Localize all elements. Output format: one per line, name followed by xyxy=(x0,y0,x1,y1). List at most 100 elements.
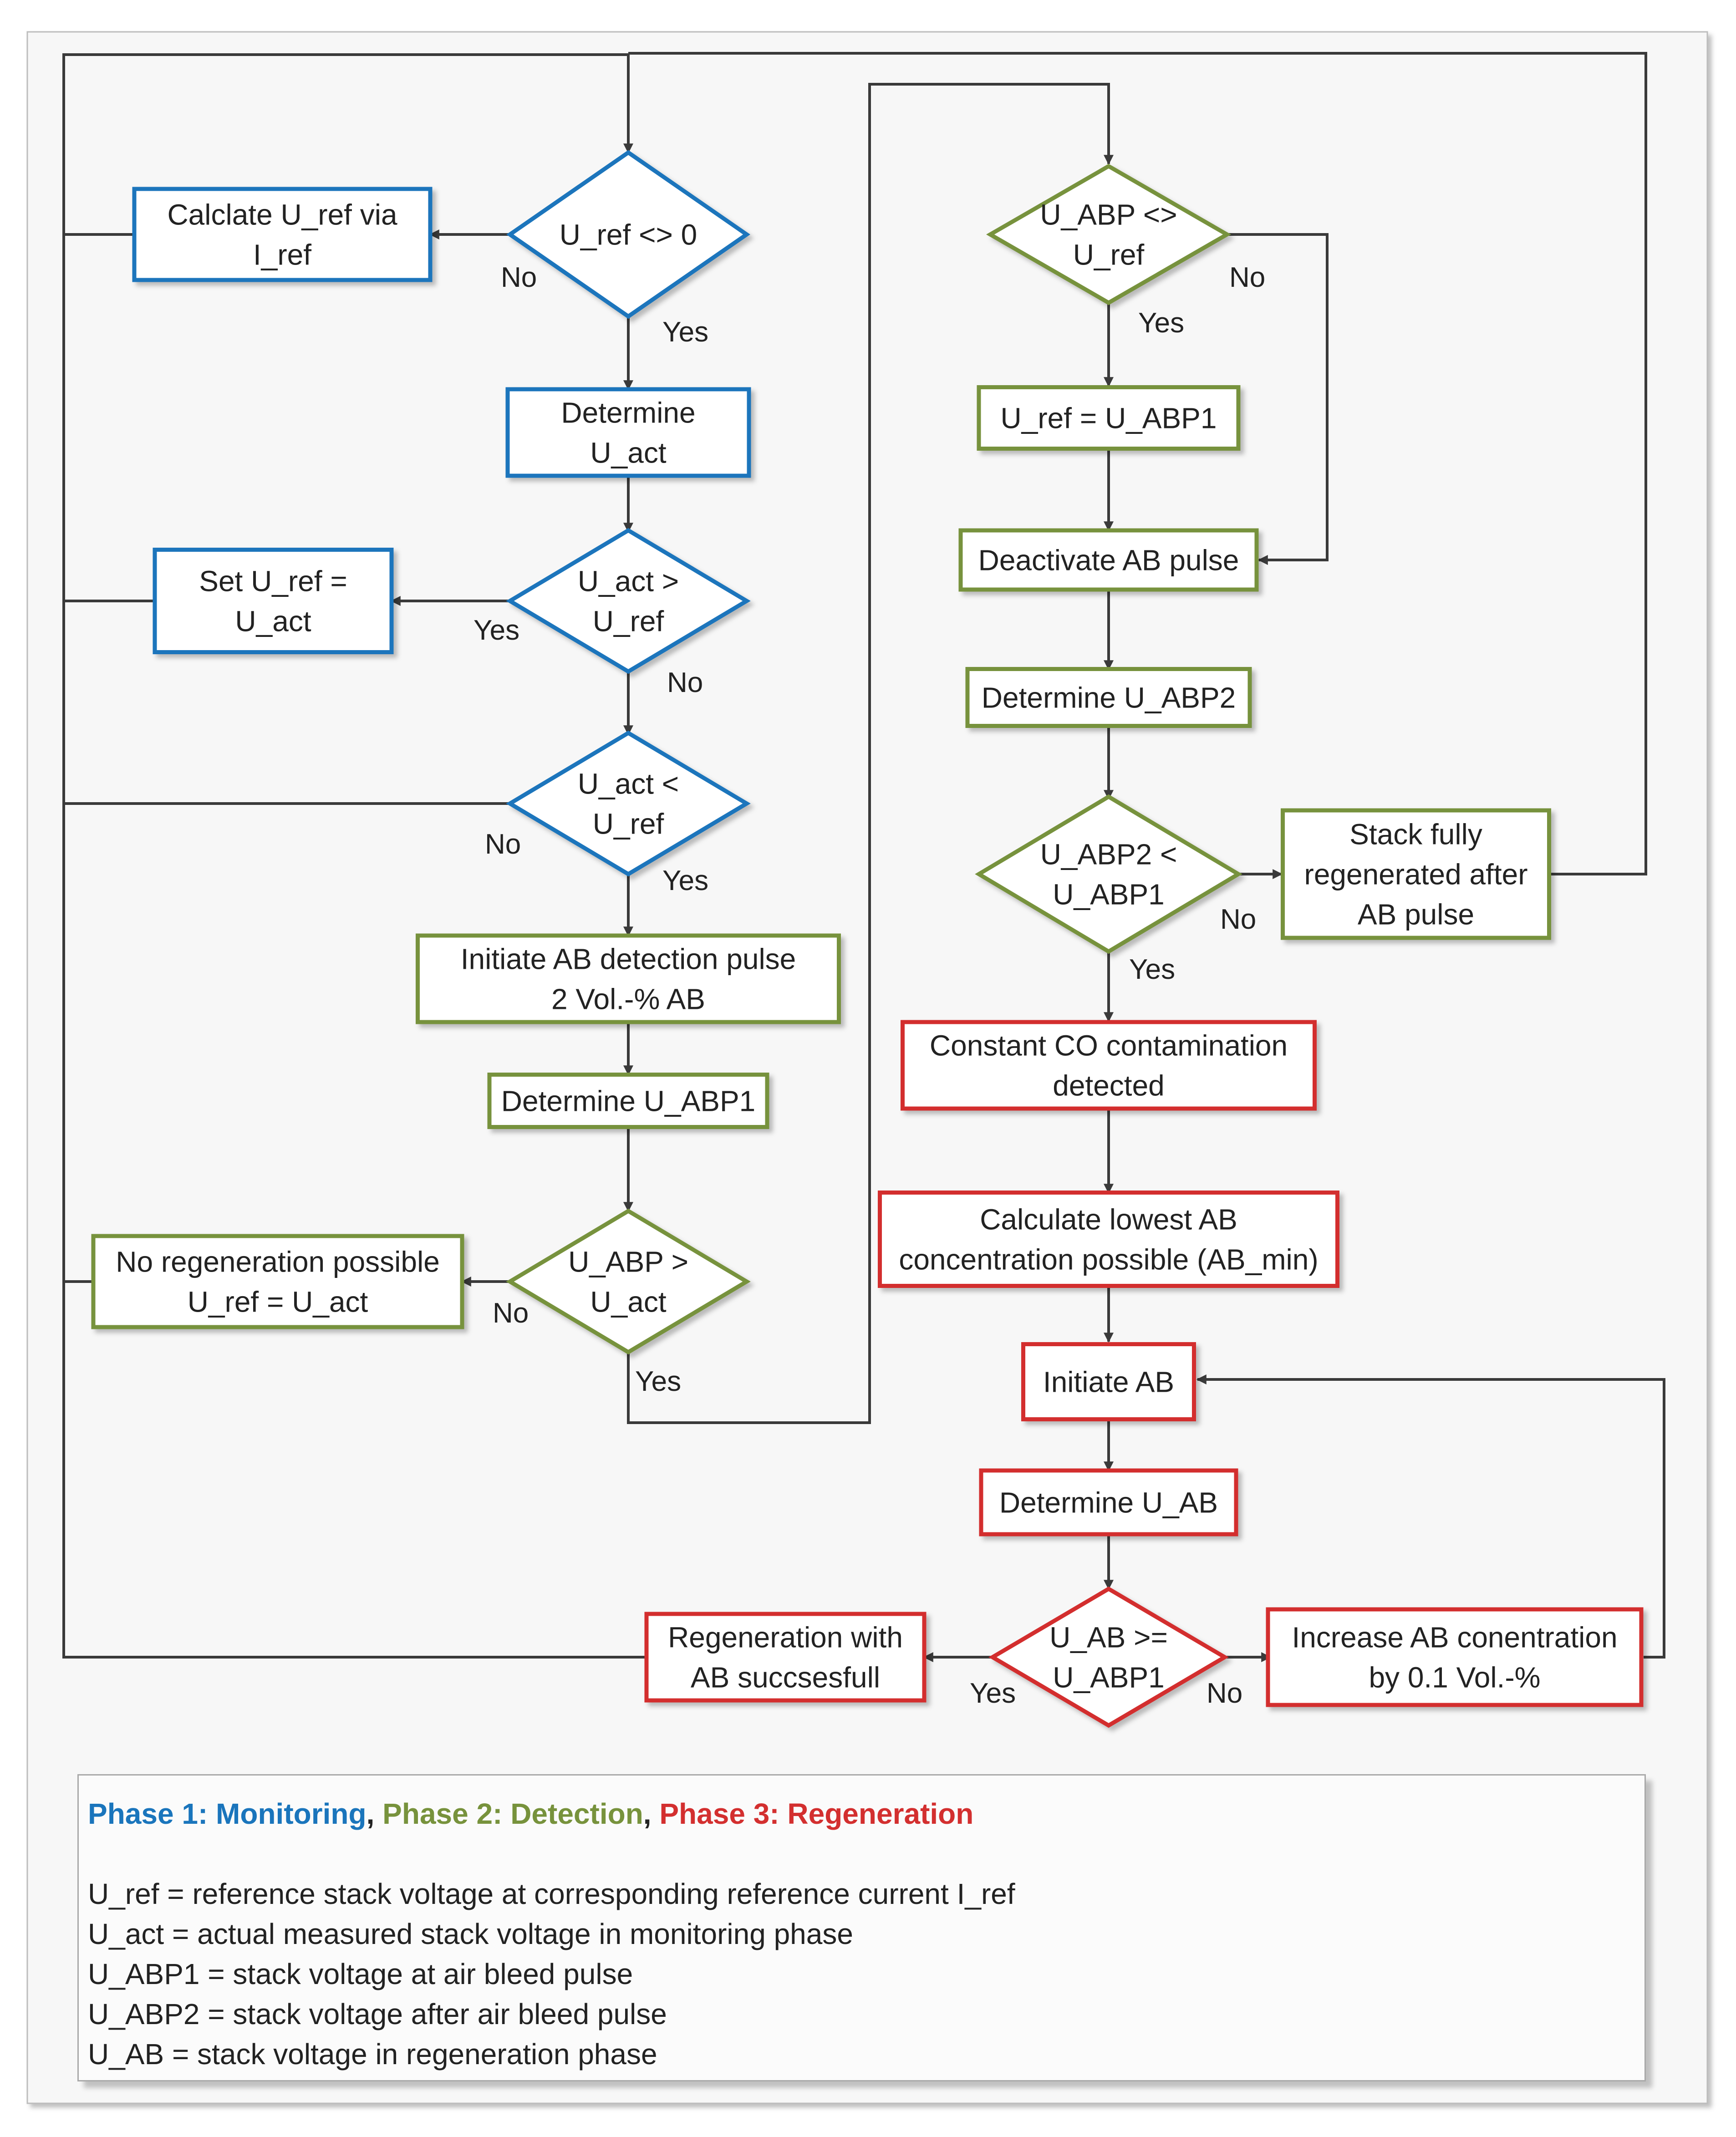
node-det-uab: Determine U_AB xyxy=(979,1468,1238,1537)
node-label-line: Constant CO contamination xyxy=(930,1029,1288,1062)
node-stack-full: Stack fully regenerated after AB pulse xyxy=(1281,808,1551,940)
flowchart-nodes: U_ref <> 0 Calclate U_ref viaI_refDetermi… xyxy=(91,150,1644,1728)
decision-diamond xyxy=(506,1208,751,1355)
edge-labels: No Yes Yes No No Yes No Yes No Yes No Ye… xyxy=(473,262,1265,1709)
process-box xyxy=(1021,1342,1196,1421)
legend-def-uref: U_ref = reference stack voltage at corre… xyxy=(88,1878,1015,1910)
label-actlt-no: No xyxy=(485,829,521,860)
legend-sep2: , xyxy=(643,1797,660,1830)
legend-phases: Phase 1: Monitoring, Phase 2: Detection,… xyxy=(88,1794,1644,1834)
node-label-line: Calculate lowest AB xyxy=(980,1203,1237,1236)
label-uab-yes: Yes xyxy=(970,1678,1016,1709)
node-label-line: U_ABP1 xyxy=(1053,1661,1164,1694)
legend-phase3: Phase 3: Regeneration xyxy=(659,1797,974,1830)
process-box xyxy=(901,1020,1317,1111)
node-uref-abp1: U_ref = U_ABP1 xyxy=(977,385,1241,451)
node-uab-ge: U_AB >=U_ABP1 xyxy=(988,1586,1229,1728)
node-label-line: Deactivate AB pulse xyxy=(978,544,1239,576)
node-label-line: U_ref = U_ABP1 xyxy=(1001,402,1217,434)
legend-definitions: U_ref = reference stack voltage at corre… xyxy=(88,1874,1644,2074)
legend-phase2: Phase 2: Detection xyxy=(382,1797,643,1830)
node-label-line: AB succsesfull xyxy=(691,1661,880,1694)
node-label-line: Calclate U_ref via xyxy=(167,198,397,231)
node-label-line: U_ref xyxy=(593,807,664,840)
edge-regen-feedback xyxy=(62,55,647,1659)
node-deact: Deactivate AB pulse xyxy=(958,528,1259,592)
process-box xyxy=(1281,808,1551,940)
node-label-line: AB pulse xyxy=(1358,898,1474,931)
node-label-line: U_ref xyxy=(593,605,664,637)
node-label-line: U_act < xyxy=(578,767,679,800)
node-label-line: Initiate AB detection pulse xyxy=(461,942,796,975)
node-init-ab: Initiate AB xyxy=(1021,1342,1196,1421)
node-label-line: concentration possible (AB_min) xyxy=(899,1243,1318,1276)
node-label-line: Determine xyxy=(561,396,695,429)
node-act-gt: U_act > U_ref xyxy=(506,528,751,674)
label-abpgt-yes: Yes xyxy=(635,1366,681,1397)
outer-frame xyxy=(26,31,1708,2104)
legend-def-uact: U_act = actual measured stack voltage in… xyxy=(88,1918,853,1950)
legend-def-uabp1: U_ABP1 = stack voltage at air bleed puls… xyxy=(88,1958,633,1990)
legend-phase1: Phase 1: Monitoring xyxy=(88,1797,367,1830)
label-uab-no: No xyxy=(1207,1678,1242,1709)
label-uref0-yes: Yes xyxy=(662,316,708,348)
node-regen-ok: Regeneration with AB succsesfull xyxy=(644,1612,927,1703)
edge-abpgt-yes xyxy=(627,83,1114,1424)
decision-diamond xyxy=(506,528,751,674)
label-abpne-no: No xyxy=(1229,262,1265,293)
edge-abpne-no xyxy=(1227,233,1329,565)
process-box xyxy=(487,1073,769,1129)
node-label-line: Regeneration with xyxy=(668,1621,903,1654)
edge-stackfull-feedback xyxy=(628,52,1647,875)
node-label-line: detected xyxy=(1053,1069,1165,1102)
process-box xyxy=(977,385,1241,451)
label-uref0-no: No xyxy=(501,262,537,293)
node-label-line: U_ABP > xyxy=(568,1245,688,1278)
label-abp2-no: No xyxy=(1220,904,1256,935)
label-abpgt-no: No xyxy=(493,1297,529,1329)
node-label-line: U_ABP2 < xyxy=(1040,838,1177,870)
node-label-line: Determine U_AB xyxy=(999,1486,1218,1519)
node-abp2-lt: U_ABP2 <U_ABP1 xyxy=(975,794,1242,954)
process-box xyxy=(965,667,1252,728)
label-abp2-yes: Yes xyxy=(1129,954,1175,985)
decision-diamond xyxy=(506,730,751,877)
legend-def-uabp2: U_ABP2 = stack voltage after air bleed p… xyxy=(88,1998,667,2030)
node-label-line: U_act > xyxy=(578,565,679,597)
connector-lines xyxy=(62,52,1665,1662)
node-act-lt: U_act < U_ref xyxy=(506,730,751,877)
node-label-line: Determine U_ABP2 xyxy=(982,681,1236,714)
process-box xyxy=(878,1191,1339,1288)
node-label-line: Set U_ref = xyxy=(199,565,347,597)
process-box xyxy=(505,387,751,478)
node-label-line: U_act xyxy=(590,436,666,469)
process-box xyxy=(1266,1607,1644,1707)
node-label-line: U_ref xyxy=(1073,238,1145,271)
node-label-line: U_ref = U_act xyxy=(188,1285,368,1318)
legend-def-uab: U_AB = stack voltage in regeneration pha… xyxy=(88,2038,657,2071)
node-abp-ne: U_ABP <> U_ref xyxy=(986,163,1232,305)
process-box xyxy=(153,548,394,654)
process-box xyxy=(91,1234,464,1329)
node-label-line: U_act xyxy=(235,605,311,637)
label-actgt-no: No xyxy=(667,667,703,698)
node-label-line: U_ABP <> xyxy=(1040,198,1177,231)
node-label-line: regenerated after xyxy=(1304,858,1528,890)
node-det-abp1: Determine U_ABP1 xyxy=(487,1073,769,1129)
node-const-co: Constant CO contamination detected xyxy=(901,1020,1317,1111)
node-label-line: U_act xyxy=(590,1285,666,1318)
node-label-line: Stack fully xyxy=(1349,818,1482,850)
label-actlt-yes: Yes xyxy=(662,865,708,896)
node-set: Set U_ref = U_act xyxy=(153,548,394,654)
node-abp-gt: U_ABP > U_act xyxy=(506,1208,751,1355)
legend-sep1: , xyxy=(366,1797,383,1830)
node-label-line: U_ref <> 0 xyxy=(560,218,697,251)
node-calc-lowest: Calculate lowest AB concentration possibl… xyxy=(878,1191,1339,1288)
process-box xyxy=(979,1468,1238,1537)
node-label-line: Increase AB conentration xyxy=(1292,1621,1617,1654)
